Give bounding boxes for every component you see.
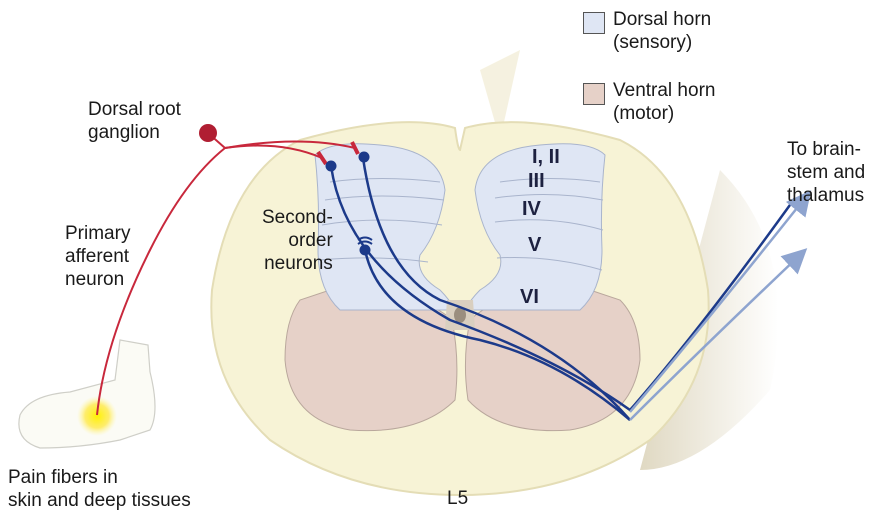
- legend-ventral-horn: Ventral horn (motor): [613, 79, 715, 125]
- second-order-soma-3: [360, 245, 371, 256]
- label-second-order: Second- order neurons: [262, 206, 333, 275]
- pain-receptor-glow: [77, 396, 117, 436]
- dorsal-root-ganglion-icon: [199, 124, 217, 142]
- second-order-soma-1: [326, 161, 337, 172]
- legend-dorsal-horn: Dorsal horn (sensory): [613, 8, 711, 54]
- legend-swatch-ventral: [583, 83, 605, 105]
- ventral-horn-left: [285, 290, 457, 431]
- lamina-iii: III: [528, 170, 545, 193]
- lamina-i-ii: I, II: [532, 146, 560, 169]
- label-dorsal-root-ganglion: Dorsal root ganglion: [88, 98, 181, 144]
- label-to-brainstem: To brain- stem and thalamus: [787, 138, 865, 207]
- label-spinal-level: L5: [447, 487, 468, 510]
- lamina-iv: IV: [522, 198, 541, 221]
- label-primary-afferent: Primary afferent neuron: [65, 222, 130, 291]
- second-order-soma-2: [359, 152, 370, 163]
- lamina-vi: VI: [520, 286, 539, 309]
- label-pain-fibers: Pain fibers in skin and deep tissues: [8, 466, 191, 512]
- ventral-horn-right: [465, 290, 640, 431]
- legend-swatch-dorsal: [583, 12, 605, 34]
- lamina-v: V: [528, 234, 541, 257]
